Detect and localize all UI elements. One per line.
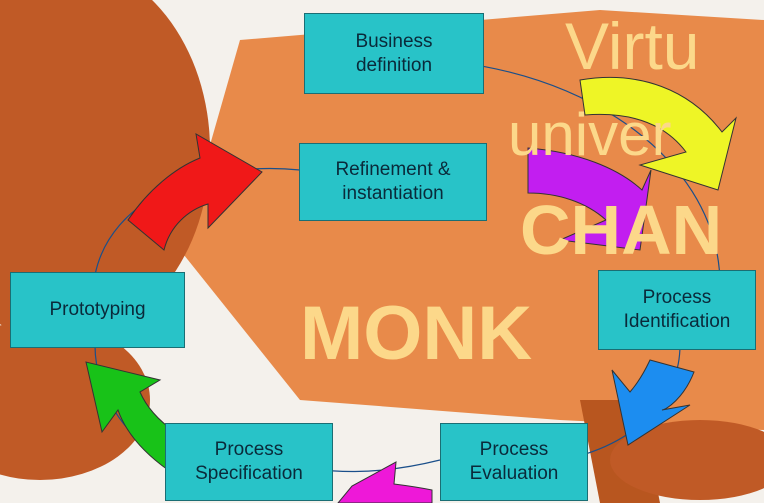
arrow-green — [85, 361, 176, 471]
arrow-blue — [611, 359, 695, 446]
node-process-evaluation: Process Evaluation — [440, 423, 588, 501]
arrow-red — [127, 133, 263, 251]
sign-text-line-3: CHAN — [520, 191, 723, 269]
node-process-identification: Process Identification — [598, 270, 756, 350]
arrow-purple — [527, 147, 652, 251]
monkey-arm — [0, 320, 150, 480]
sign-text-line-1: Virtu — [565, 9, 700, 83]
arrow-yellow — [579, 76, 737, 191]
node-prototyping: Prototyping — [10, 272, 185, 348]
sign-text-line-4: MONK — [300, 291, 533, 376]
node-business-definition: Business definition — [304, 13, 484, 94]
node-process-specification: Process Specification — [165, 423, 333, 501]
node-refinement-instantiation: Refinement & instantiation — [299, 143, 487, 221]
monkey-tail — [610, 420, 764, 500]
monkey-body — [0, 0, 210, 340]
sign-text-line-2: univer — [508, 101, 672, 168]
arrow-magenta — [337, 461, 433, 503]
